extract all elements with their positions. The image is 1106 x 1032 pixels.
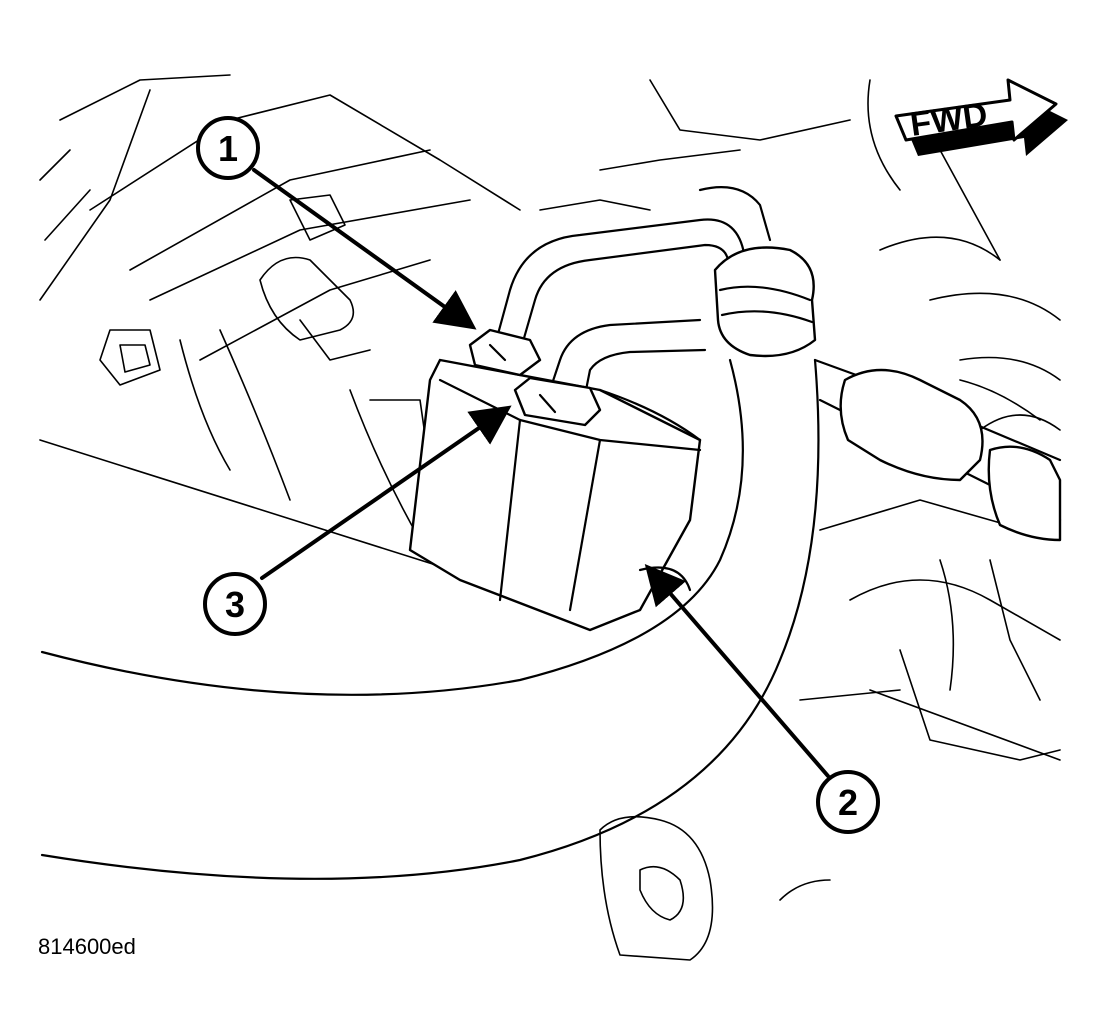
figure-id-label: 814600ed	[38, 934, 136, 959]
leader-arrow-3	[260, 405, 512, 580]
leader-arrow-2	[644, 563, 830, 778]
leader-arrow-1	[252, 168, 477, 330]
callout-2-number: 2	[838, 782, 858, 823]
ac-lines	[468, 186, 1062, 542]
callout-1: 1	[196, 116, 260, 180]
leader-lines	[252, 168, 830, 778]
foreground-heater-hose	[40, 358, 820, 880]
engine-background	[39, 74, 1061, 961]
callout-1-number: 1	[218, 128, 238, 169]
callout-3-number: 3	[225, 584, 245, 625]
callout-3: 3	[203, 572, 267, 636]
callout-2: 2	[816, 770, 880, 834]
forward-direction-arrow: FWD	[894, 78, 1068, 156]
